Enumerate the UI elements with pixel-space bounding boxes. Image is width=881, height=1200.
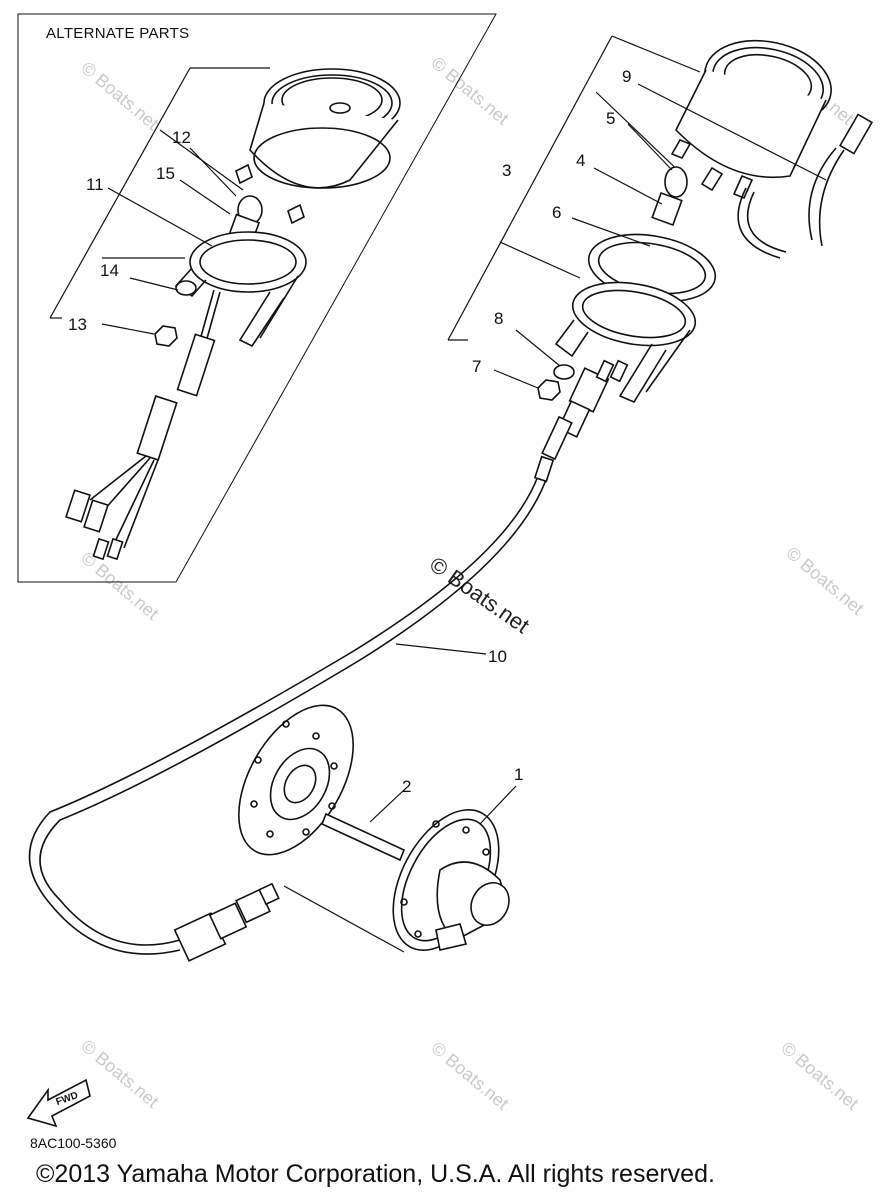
bulb	[651, 166, 688, 227]
callout-3: 3	[502, 161, 511, 180]
speedometer-cable: 10	[28, 415, 573, 955]
alternate-parts-title: ALTERNATE PARTS	[46, 25, 189, 42]
drive-shaft: 2	[320, 777, 411, 862]
left-leaders	[101, 147, 237, 335]
callout-5: 5	[606, 109, 615, 128]
watermark: © Boats.net	[77, 548, 162, 624]
watermark: © Boats.net	[77, 1036, 162, 1112]
watermark: © Boats.net	[777, 1038, 862, 1114]
callout-11: 11	[86, 175, 104, 194]
watermark: © Boats.net	[782, 543, 867, 619]
alt-nuts	[154, 280, 197, 347]
callout-12: 12	[172, 128, 191, 147]
copyright-notice: ©2013 Yamaha Motor Corporation, U.S.A. A…	[36, 1160, 715, 1188]
right-bracket	[447, 35, 701, 341]
diagram-code: 8AC100-5360	[30, 1135, 117, 1151]
watermark: © Boats.net	[427, 53, 512, 129]
alternate-parts-box: ALTERNATE PARTS	[17, 13, 497, 583]
meter	[670, 39, 832, 200]
watermark: © Boats.net	[427, 1038, 512, 1114]
bracket-ring	[554, 233, 717, 404]
callout-15: 15	[156, 164, 175, 183]
callout-13: 13	[68, 315, 87, 334]
callout-10: 10	[488, 647, 507, 666]
callout-8: 8	[494, 309, 503, 328]
mounting-disk	[238, 704, 354, 856]
alt-wiring	[65, 289, 221, 561]
callout-1: 1	[514, 765, 523, 784]
fwd-arrow-icon: FWD	[26, 1078, 91, 1128]
nuts	[537, 364, 575, 401]
callout-6: 6	[552, 203, 561, 222]
parts-diagram: © Boats.net © Boats.net © Boats.net © Bo…	[17, 13, 874, 1151]
callout-2: 2	[402, 777, 411, 796]
cable-end-fitting	[173, 882, 405, 962]
watermark-center: © Boats.net	[425, 552, 534, 639]
alt-meter	[235, 68, 401, 225]
callout-14: 14	[100, 261, 119, 280]
gear-housing: 1	[392, 765, 523, 952]
meter-cable	[737, 113, 874, 259]
callout-9: 9	[622, 67, 631, 86]
callout-4: 4	[576, 151, 585, 170]
callout-7: 7	[472, 357, 481, 376]
watermark: © Boats.net	[77, 58, 162, 134]
right-leaders	[493, 83, 827, 389]
